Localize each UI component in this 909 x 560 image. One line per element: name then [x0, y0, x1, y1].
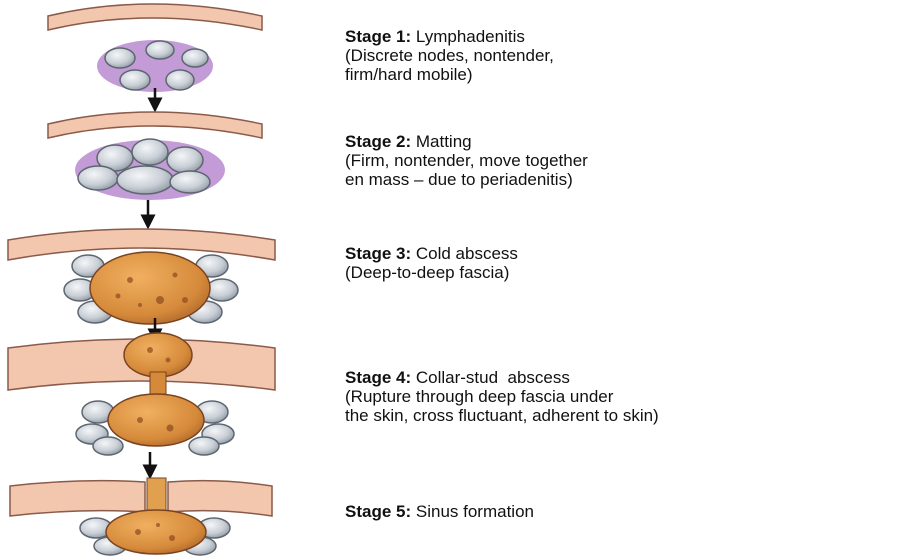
matted-nodes [78, 139, 210, 194]
skin-band [48, 4, 262, 30]
stage-4-illustration [8, 333, 275, 455]
deep-abscess [108, 394, 204, 446]
stage-3-title: Stage 3: Cold abscess [345, 244, 518, 263]
collar-neck [150, 372, 166, 394]
stage-1-caption: Stage 1: Lymphadenitis (Discrete nodes, … [345, 27, 554, 84]
stage-2-caption: Stage 2: Matting (Firm, nontender, move … [345, 132, 588, 189]
draining-abscess [106, 510, 206, 554]
stage-4-caption: Stage 4: Collar-stud abscess (Rupture th… [345, 368, 659, 425]
skin-band-left [10, 481, 145, 516]
stage-1-illustration [48, 4, 262, 92]
stage-5-illustration [10, 478, 272, 555]
superficial-abscess [124, 333, 192, 377]
stage-5-caption: Stage 5: Sinus formation [345, 502, 534, 521]
cold-abscess [90, 252, 210, 324]
stage-2-title: Stage 2: Matting [345, 132, 588, 151]
stage-3-illustration [8, 229, 275, 324]
stage-4-title: Stage 4: Collar-stud abscess [345, 368, 659, 387]
stage-3-caption: Stage 3: Cold abscess (Deep-to-deep fasc… [345, 244, 518, 282]
stage-5-title: Stage 5: Sinus formation [345, 502, 534, 521]
stage-1-title: Stage 1: Lymphadenitis [345, 27, 554, 46]
skin-band [48, 112, 262, 138]
skin-band-right [168, 481, 272, 516]
stage-2-illustration [48, 112, 262, 200]
